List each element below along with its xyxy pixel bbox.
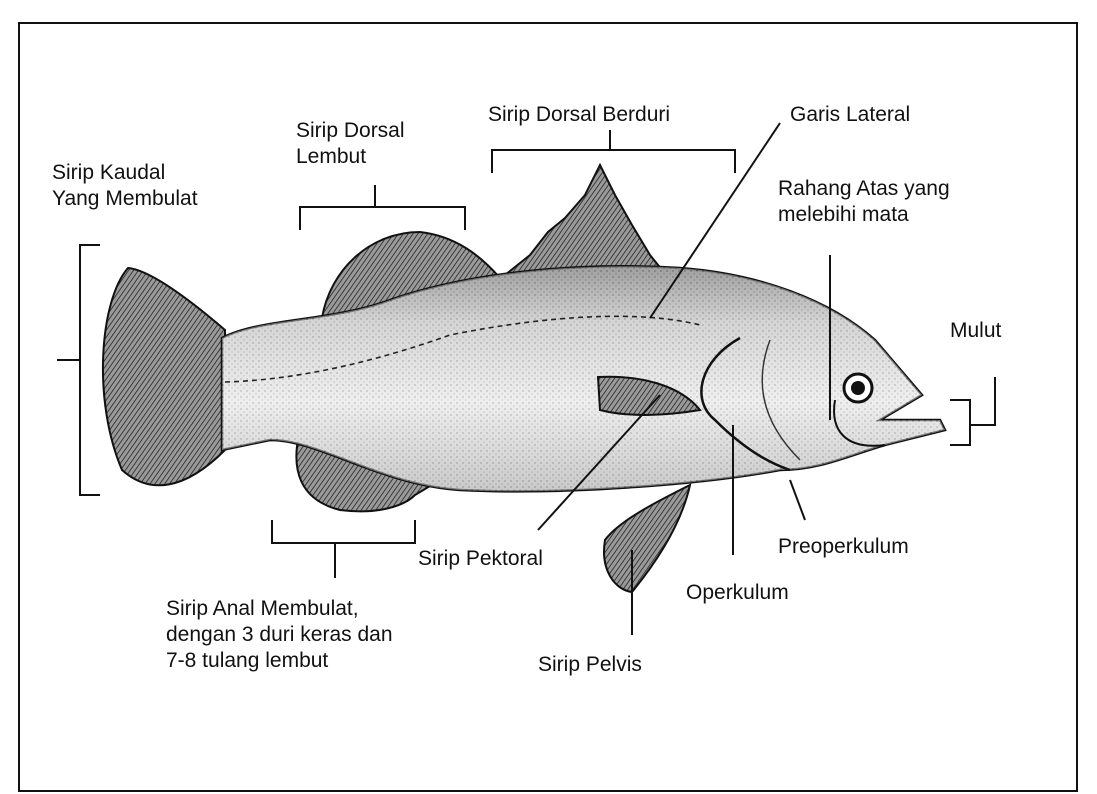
label-pelvic-fin: Sirip Pelvis: [538, 652, 642, 678]
label-pectoral-fin: Sirip Pektoral: [418, 546, 543, 572]
label-lateral-line: Garis Lateral: [790, 102, 910, 128]
label-preoperculum: Preoperkulum: [778, 534, 909, 560]
label-mouth: Mulut: [950, 318, 1001, 344]
preoperculum-leader: [790, 480, 805, 520]
soft-dorsal-bracket: [300, 185, 465, 230]
caudal-fin-shape: [103, 268, 225, 485]
caudal-bracket: [57, 245, 100, 495]
label-caudal-fin: Sirip Kaudal Yang Membulat: [52, 160, 198, 212]
pelvic-fin-shape: [604, 485, 690, 592]
label-soft-dorsal-fin: Sirip Dorsal Lembut: [296, 118, 405, 170]
label-anal-fin: Sirip Anal Membulat, dengan 3 duri keras…: [166, 596, 393, 674]
spiny-dorsal-fin-shape: [505, 165, 662, 275]
eye-pupil: [851, 381, 865, 395]
spiny-dorsal-bracket: [492, 130, 735, 173]
mouth-bracket: [950, 377, 995, 445]
anal-bracket: [272, 520, 415, 578]
label-spiny-dorsal-fin: Sirip Dorsal Berduri: [488, 102, 670, 128]
label-operculum: Operkulum: [686, 580, 789, 606]
label-upper-jaw: Rahang Atas yang melebihi mata: [778, 176, 950, 228]
